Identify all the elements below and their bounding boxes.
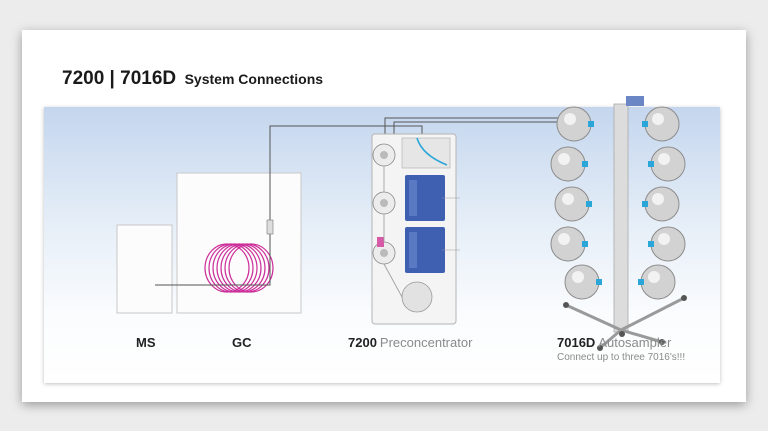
- canister-highlight: [558, 233, 570, 245]
- canister-icon: [564, 264, 600, 300]
- canister-highlight: [558, 153, 570, 165]
- autosampler-display: [626, 96, 644, 106]
- canister-highlight: [572, 271, 584, 283]
- system-connections-card: 7200 | 7016D System Connections: [22, 30, 746, 402]
- gc-label: GC: [232, 335, 252, 350]
- canister-icon: [644, 106, 680, 142]
- page-title: 7200 | 7016D System Connections: [62, 68, 323, 90]
- canister-icon: [644, 186, 680, 222]
- canister-highlight: [652, 193, 664, 205]
- canister-icon: [554, 186, 590, 222]
- gc-instrument: [176, 172, 302, 314]
- preconcentrator-name: Preconcentrator: [379, 335, 473, 350]
- canister-icon: [550, 226, 586, 262]
- canister-highlight: [652, 113, 664, 125]
- ms-label: MS: [136, 335, 156, 350]
- canister-valve-icon: [648, 161, 654, 167]
- canister-valve-icon: [596, 279, 602, 285]
- canister-valve-icon: [582, 241, 588, 247]
- canister-icon: [550, 146, 586, 182]
- canister-valve-icon: [648, 241, 654, 247]
- cryo-line: [416, 137, 448, 166]
- canister-highlight: [562, 193, 574, 205]
- title-sub: System Connections: [184, 71, 324, 87]
- canister-group: [550, 106, 686, 300]
- canister-highlight: [658, 233, 670, 245]
- canister-valve-icon: [638, 279, 644, 285]
- autosampler-note: Connect up to three 7016's!!!: [557, 352, 686, 363]
- autosampler-instrument: [550, 96, 687, 351]
- gc-column-coil: [204, 243, 274, 293]
- connections-diagram: [116, 96, 687, 351]
- autosampler-name: Autosampler: [598, 335, 672, 350]
- canister-icon: [556, 106, 592, 142]
- canister-valve-icon: [642, 121, 648, 127]
- pump-indicator: [377, 237, 384, 247]
- title-main: 7200 | 7016D: [62, 68, 177, 89]
- canister-icon: [650, 146, 686, 182]
- canister-valve-icon: [582, 161, 588, 167]
- canister-icon: [650, 226, 686, 262]
- gc-inlet-fitting: [266, 219, 274, 235]
- canister-highlight: [658, 153, 670, 165]
- canister-valve-icon: [642, 201, 648, 207]
- preconcentrator-instrument: [371, 133, 460, 325]
- autosampler-model: 7016D: [557, 335, 596, 350]
- canister-icon: [640, 264, 676, 300]
- canister-valve-icon: [586, 201, 592, 207]
- ms-instrument: [116, 224, 173, 314]
- canister-highlight: [564, 113, 576, 125]
- canister-highlight: [648, 271, 660, 283]
- canister-valve-icon: [588, 121, 594, 127]
- volume-chamber: [401, 281, 433, 313]
- transfer-lines: [155, 117, 558, 286]
- preconcentrator-model: 7200: [348, 335, 377, 350]
